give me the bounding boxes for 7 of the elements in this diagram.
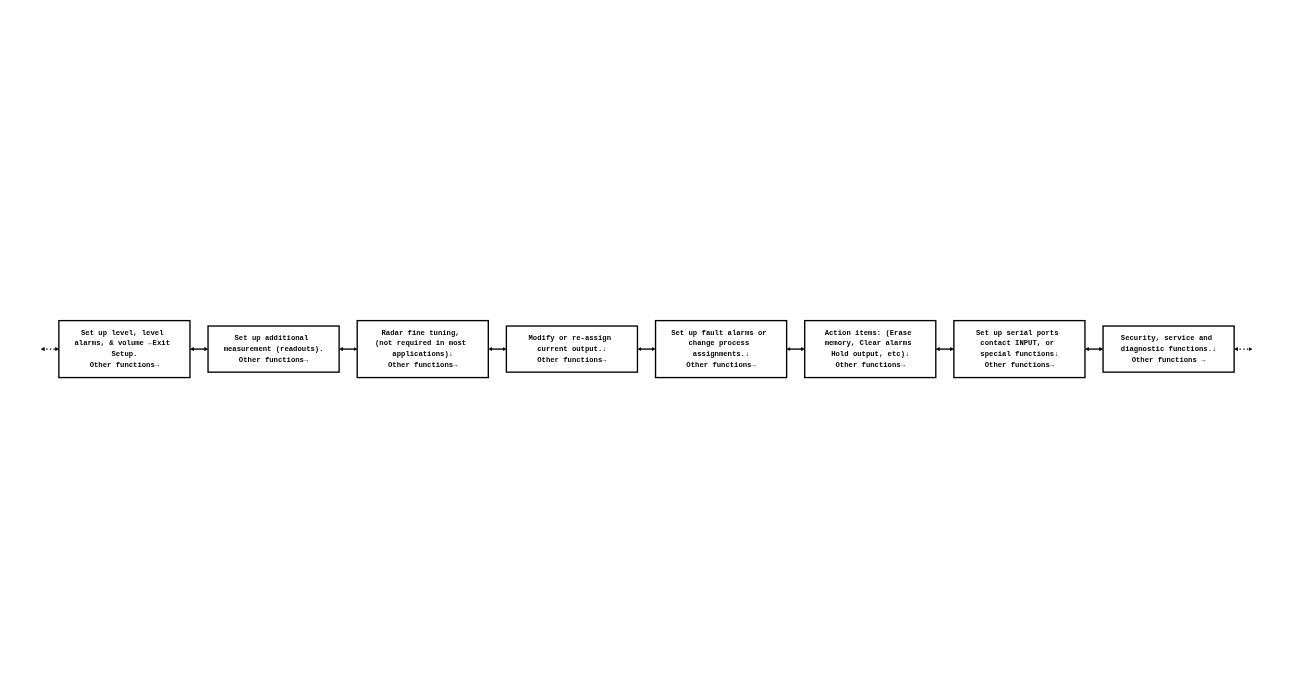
- arrow: [1084, 347, 1104, 351]
- arrow: [339, 347, 358, 351]
- arrow: [637, 347, 656, 351]
- arrow: [1234, 347, 1253, 351]
- arrow: [488, 347, 507, 351]
- arrow: [189, 347, 209, 351]
- arrow: [786, 347, 805, 351]
